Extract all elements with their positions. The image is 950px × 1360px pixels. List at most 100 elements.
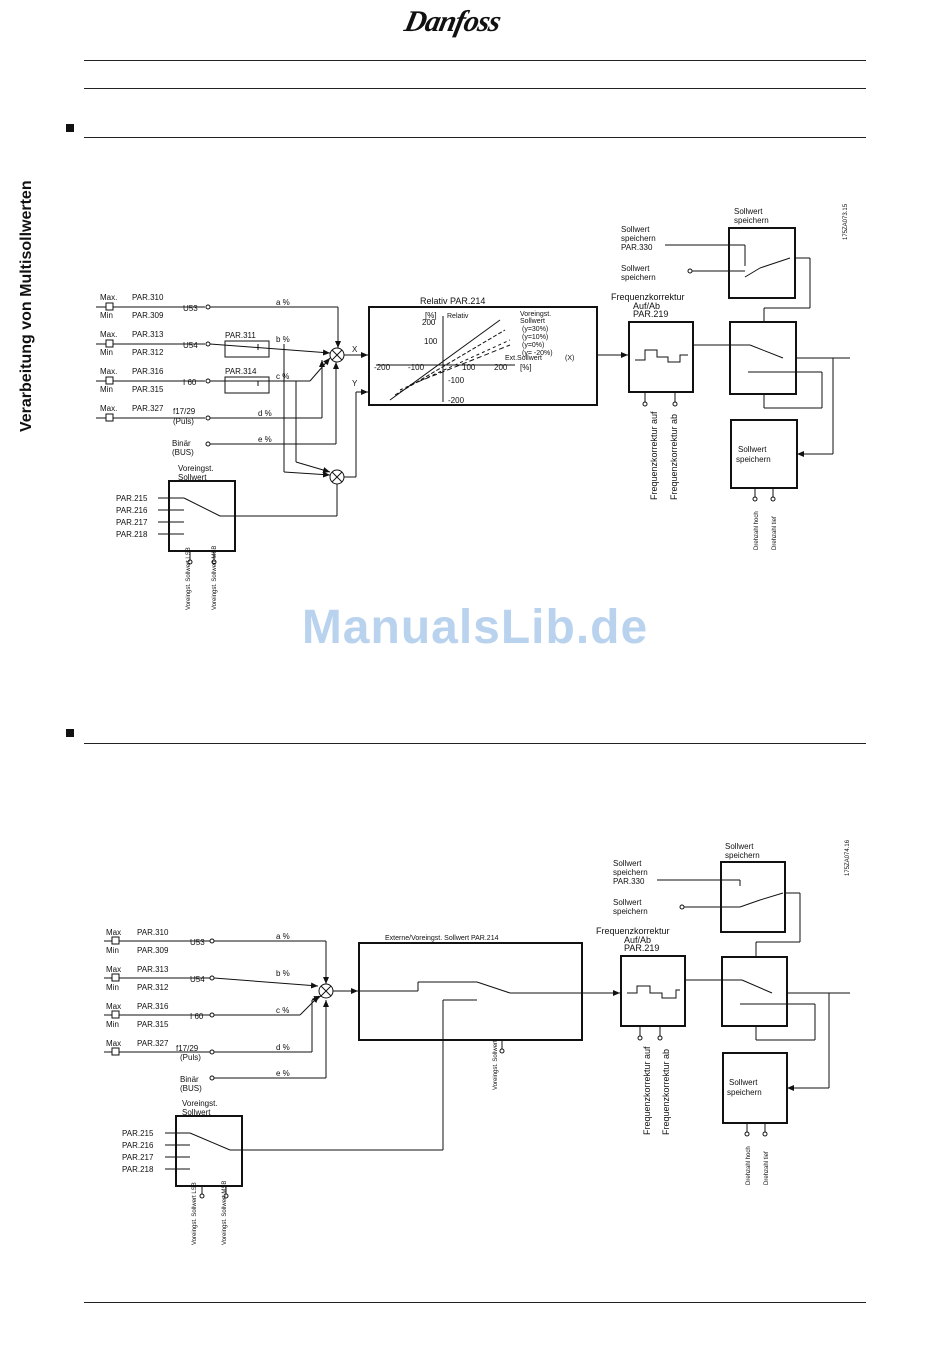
svg-text:200: 200 — [422, 318, 436, 327]
svg-text:Voreingst.: Voreingst. — [520, 311, 551, 318]
svg-text:PAR.312: PAR.312 — [137, 983, 169, 992]
svg-text:Voreingst.: Voreingst. — [182, 1099, 218, 1108]
svg-text:Frequenzkorrektur: Frequenzkorrektur — [611, 292, 685, 302]
svg-text:PAR.309: PAR.309 — [132, 311, 164, 320]
store-block-top: Sollwert speichern Sollwert speichern PA… — [613, 842, 786, 933]
svg-text:speichern: speichern — [727, 1088, 762, 1097]
input-row-4: Max PAR.327 f17/29 (Puls) d % — [104, 995, 322, 1062]
svg-text:PAR.219: PAR.219 — [633, 309, 668, 319]
svg-text:b %: b % — [276, 969, 290, 978]
store-block-bottom: Sollwert speichern Drehzahl hoch Drehzah… — [730, 419, 798, 550]
svg-text:speichern: speichern — [736, 455, 771, 464]
section-rule-1 — [84, 137, 866, 138]
svg-text:f17/29: f17/29 — [173, 407, 196, 416]
sum-node-x — [329, 347, 345, 363]
watermark: ManualsLib.de — [301, 601, 649, 654]
svg-text:Voreingst. Sollwert LSB: Voreingst. Sollwert LSB — [192, 1182, 198, 1245]
input-row-2: Max PAR.313 Min PAR.312 U54 b % — [104, 965, 319, 992]
svg-text:Sollwert: Sollwert — [725, 842, 754, 851]
svg-text:(BUS): (BUS) — [172, 448, 194, 457]
svg-text:U53: U53 — [183, 304, 198, 313]
svg-text:Voreingst.: Voreingst. — [178, 464, 214, 473]
svg-text:e %: e % — [258, 435, 272, 444]
svg-text:Externe/Voreingst. Sollwert PA: Externe/Voreingst. Sollwert PAR.214 — [385, 935, 499, 942]
freq-block: Frequenzkorrektur Auf/Ab PAR.219 Frequen… — [596, 926, 686, 1135]
store-block-top: Sollwert speichern Sollwert speichern PA… — [621, 207, 796, 299]
svg-text:d %: d % — [276, 1043, 290, 1052]
svg-text:(Puls): (Puls) — [180, 1053, 201, 1062]
svg-text:Min: Min — [100, 311, 113, 320]
svg-text:Max: Max — [106, 1002, 121, 1011]
svg-text:a %: a % — [276, 932, 290, 941]
svg-text:PAR.315: PAR.315 — [132, 385, 164, 394]
svg-text:U53: U53 — [190, 938, 205, 947]
svg-text:PAR.327: PAR.327 — [137, 1039, 169, 1048]
svg-text:PAR.217: PAR.217 — [116, 518, 148, 527]
svg-text:PAR.311: PAR.311 — [225, 331, 256, 340]
svg-text:b %: b % — [276, 335, 290, 344]
svg-text:PAR.218: PAR.218 — [116, 530, 148, 539]
svg-text:Min: Min — [106, 983, 119, 992]
svg-text:PAR.216: PAR.216 — [116, 506, 148, 515]
svg-text:Sollwert: Sollwert — [520, 318, 545, 325]
svg-text:speichern: speichern — [613, 868, 648, 877]
svg-text:(y=0%): (y=0%) — [522, 342, 544, 349]
svg-text:PAR.219: PAR.219 — [624, 943, 659, 953]
svg-text:e %: e % — [276, 1069, 290, 1078]
svg-text:PAR.316: PAR.316 — [132, 367, 164, 376]
preset-block: Voreingst. Sollwert PAR.215 PAR.216 PAR.… — [122, 1099, 443, 1245]
svg-text:Sollwert: Sollwert — [613, 898, 642, 907]
svg-text:-200: -200 — [374, 363, 391, 372]
svg-text:Min: Min — [100, 385, 113, 394]
svg-text:100: 100 — [462, 363, 476, 372]
svg-text:Sollwert: Sollwert — [182, 1108, 211, 1117]
svg-text:(y=10%): (y=10%) — [522, 334, 548, 341]
input-row-3: Max. PAR.316 Min PAR.315 I 60 c % — [96, 357, 331, 394]
switch-block-main — [721, 892, 850, 1091]
input-row-1: Max. PAR.310 Min PAR.309 U53 a % — [96, 293, 341, 348]
svg-text:Max.: Max. — [100, 293, 117, 302]
svg-text:U54: U54 — [183, 341, 198, 350]
input-row-4: Max. PAR.327 f17/29 (Puls) d % — [96, 360, 325, 426]
extern-block: Externe/Voreingst. Sollwert PAR.214 Vore… — [358, 935, 583, 1150]
switch-par311: PAR.311 — [224, 331, 331, 478]
svg-text:Drehzahl hoch: Drehzahl hoch — [754, 511, 760, 550]
switch-par314: PAR.314 — [224, 367, 331, 473]
freq-block: Frequenzkorrektur Auf/Ab PAR.219 Frequen… — [611, 292, 694, 500]
svg-text:Sollwert: Sollwert — [621, 225, 650, 234]
svg-text:PAR.309: PAR.309 — [137, 946, 169, 955]
svg-text:Frequenzkorrektur auf: Frequenzkorrektur auf — [649, 411, 659, 500]
svg-text:PAR.330: PAR.330 — [613, 877, 645, 886]
svg-text:(y=30%): (y=30%) — [522, 326, 548, 333]
svg-text:PAR.218: PAR.218 — [122, 1165, 154, 1174]
svg-text:Relativ PAR.214: Relativ PAR.214 — [420, 296, 485, 306]
svg-text:Max: Max — [106, 965, 121, 974]
svg-text:Drehzahl tief: Drehzahl tief — [764, 1151, 770, 1185]
svg-text:Sollwert: Sollwert — [613, 859, 642, 868]
svg-text:f17/29: f17/29 — [176, 1044, 199, 1053]
section-rule-2 — [84, 743, 866, 744]
svg-text:U54: U54 — [190, 975, 205, 984]
svg-text:speichern: speichern — [621, 234, 656, 243]
svg-text:PAR.312: PAR.312 — [132, 348, 164, 357]
diagram-code: 175ZA074.16 — [845, 839, 851, 876]
diagram-2: 175ZA074.16 Max PAR.310 Min PAR.309 U53 … — [104, 839, 851, 1245]
svg-text:PAR.313: PAR.313 — [137, 965, 169, 974]
svg-text:I 60: I 60 — [183, 378, 197, 387]
svg-text:-200: -200 — [448, 396, 465, 405]
svg-text:Min: Min — [100, 348, 113, 357]
input-row-2: Max. PAR.313 Min PAR.312 U54 b % — [96, 330, 331, 357]
svg-text:Binär: Binär — [180, 1075, 199, 1084]
svg-text:Max.: Max. — [100, 330, 117, 339]
svg-text:PAR.215: PAR.215 — [116, 494, 148, 503]
svg-text:Sollwert: Sollwert — [734, 207, 763, 216]
svg-text:PAR.310: PAR.310 — [137, 928, 169, 937]
svg-text:(y= -20%): (y= -20%) — [522, 350, 553, 357]
svg-text:c %: c % — [276, 1006, 289, 1015]
svg-text:Max.: Max. — [100, 404, 117, 413]
svg-text:-100: -100 — [408, 363, 425, 372]
svg-text:Max: Max — [106, 928, 121, 937]
svg-text:Auf/Ab: Auf/Ab — [624, 935, 651, 945]
svg-text:Auf/Ab: Auf/Ab — [633, 301, 660, 311]
